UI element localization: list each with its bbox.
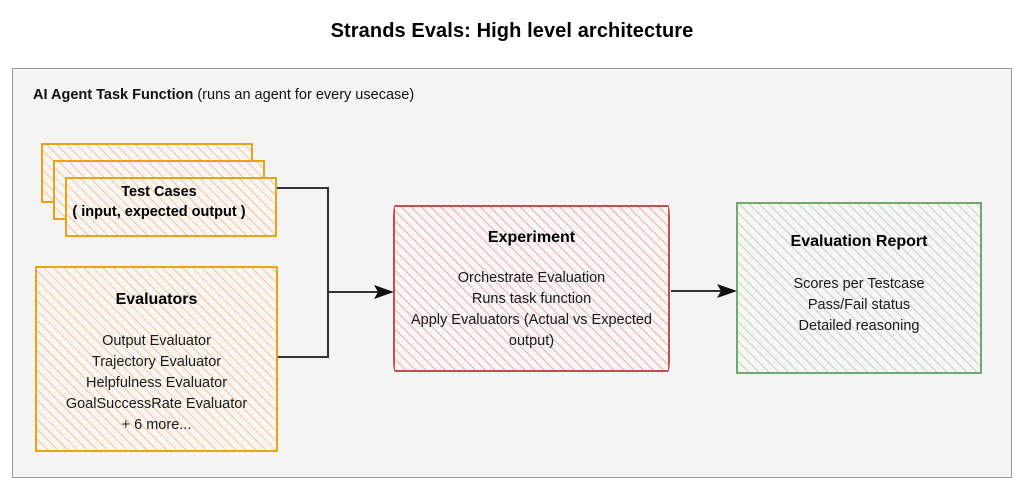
list-item: Pass/Fail status — [807, 297, 911, 313]
list-item: Apply Evaluators (Actual vs Expected out… — [411, 312, 652, 349]
list-item: Output Evaluator — [102, 333, 211, 349]
list-item: Detailed reasoning — [798, 318, 920, 334]
list-item: GoalSuccessRate Evaluator — [65, 396, 248, 412]
list-item: Trajectory Evaluator — [91, 354, 222, 370]
list-item: Orchestrate Evaluation — [457, 270, 606, 286]
list-item: Runs task function — [471, 291, 592, 307]
list-item: Scores per Testcase — [793, 276, 925, 292]
task-function-title: AI Agent Task Function — [33, 87, 194, 103]
task-function-header: AI Agent Task Function (runs an agent fo… — [33, 87, 414, 103]
list-item: + 6 more... — [121, 417, 192, 433]
test-case-card-front — [65, 177, 277, 237]
test-cases-card-stack[interactable] — [41, 143, 277, 237]
experiment-title: Experiment — [487, 229, 576, 246]
list-item: Helpfulness Evaluator — [85, 375, 228, 391]
page-title: Strands Evals: High level architecture — [330, 20, 694, 42]
evaluators-title: Evaluators — [115, 291, 198, 308]
task-function-subtitle: (runs an agent for every usecase) — [193, 87, 415, 103]
evaluation-report-title: Evaluation Report — [790, 233, 928, 250]
